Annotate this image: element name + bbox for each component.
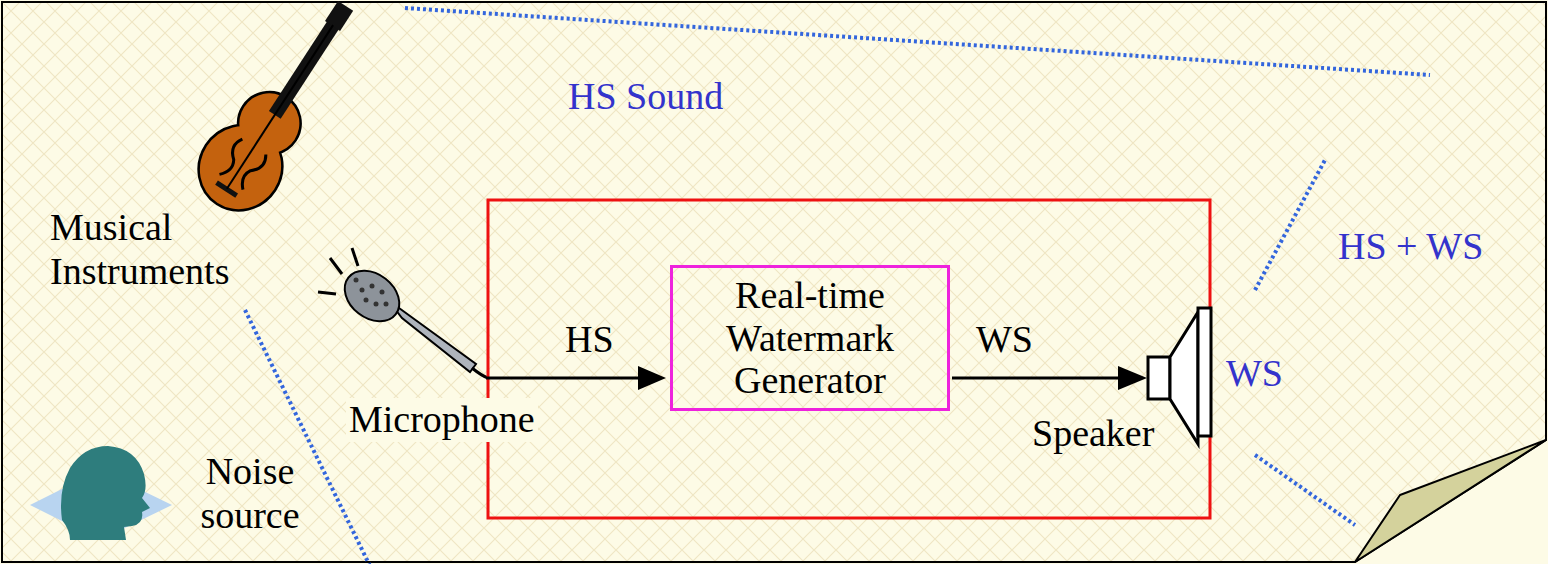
- device-label: Microphone: [346, 398, 538, 442]
- person-icon: [30, 446, 172, 540]
- housing-box: [488, 200, 1210, 518]
- generator-box: Real-time Watermark Generator: [670, 265, 950, 411]
- source-label: Musical Instruments: [50, 206, 255, 293]
- sound-lines: [245, 8, 1430, 564]
- source-label: Noise source: [185, 450, 315, 537]
- microphone-icon: [318, 248, 488, 378]
- guitar-icon: [184, 0, 379, 225]
- device-label: Speaker: [1032, 412, 1154, 456]
- box-text: Real-time Watermark Generator: [683, 274, 937, 402]
- signal-label: WS: [1226, 352, 1283, 396]
- signal-label: HS Sound: [568, 75, 723, 119]
- signal-label: WS: [976, 318, 1033, 362]
- signal-label: HS + WS: [1338, 225, 1483, 269]
- signal-label: HS: [565, 318, 614, 362]
- folded-corner: [1355, 440, 1546, 562]
- speaker-icon: [1148, 308, 1211, 444]
